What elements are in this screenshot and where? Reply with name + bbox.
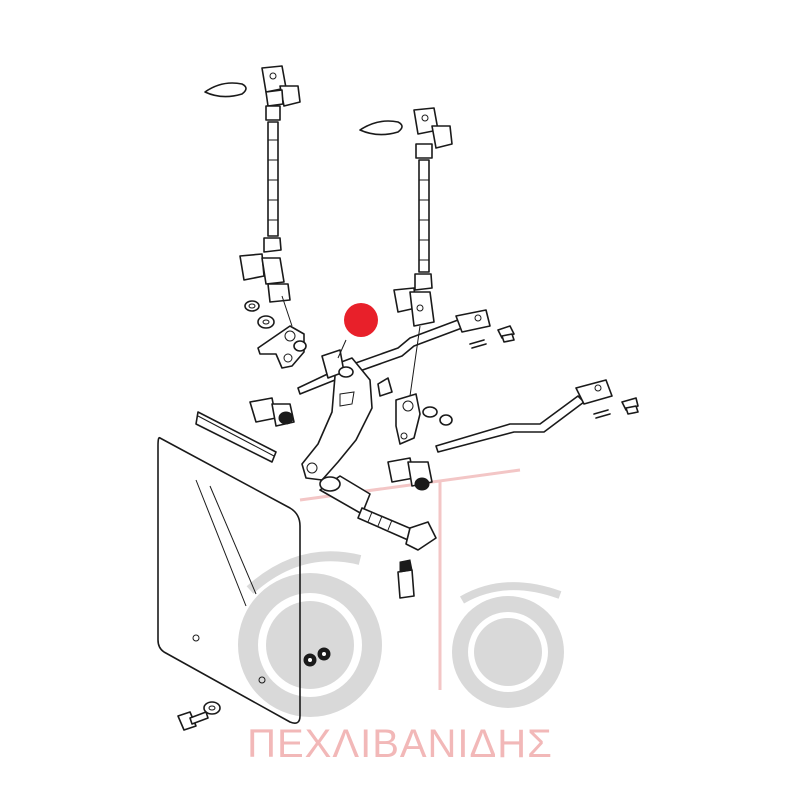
clevis-top-left — [261, 65, 301, 107]
glass-nut-2 — [317, 647, 331, 661]
bottom-bolt — [177, 711, 209, 731]
spring-clip-left — [204, 82, 247, 98]
rubber-seal-strip — [195, 411, 277, 463]
pin-lower — [621, 397, 639, 415]
washer-left-1 — [244, 300, 260, 312]
washer-left-2 — [257, 315, 275, 329]
pivot-bracket — [301, 349, 373, 481]
clevis-mid-left — [239, 253, 291, 303]
split-pin-lower — [593, 409, 611, 419]
lever-right — [377, 377, 453, 445]
threaded-rod-left — [263, 105, 282, 253]
clevis-bottom-left — [249, 397, 295, 427]
long-bolt — [357, 507, 437, 551]
bottom-washer — [203, 701, 221, 715]
lever-left — [257, 325, 307, 369]
small-wheel — [452, 596, 564, 708]
clevis-bottom-right — [387, 457, 433, 491]
large-wheel — [238, 573, 382, 717]
red-dot-marker-icon — [344, 303, 378, 337]
pin-upper — [497, 325, 515, 343]
clevis-top-right — [413, 107, 453, 159]
threaded-rod-right — [414, 159, 433, 291]
glass-panel — [157, 436, 301, 724]
spring-clip-right — [359, 120, 403, 136]
clevis-mid-right — [393, 287, 435, 327]
glass-nut-1 — [303, 653, 317, 667]
grease-fitting — [397, 559, 415, 599]
control-rod-lower — [435, 379, 613, 453]
split-pin-upper — [469, 339, 487, 349]
bushing-sleeve — [319, 475, 371, 515]
control-rod-upper — [297, 309, 491, 395]
tractor-wheels-logo-icon — [238, 468, 564, 717]
